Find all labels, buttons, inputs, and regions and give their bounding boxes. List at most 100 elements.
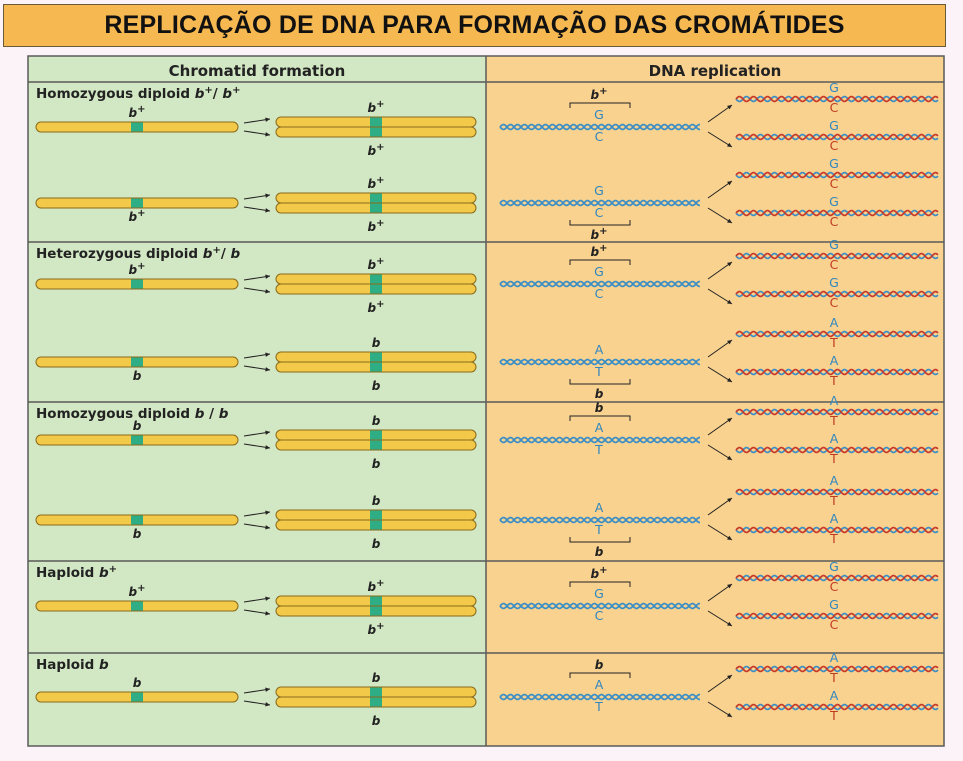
base-letter: A bbox=[595, 420, 604, 435]
centromere bbox=[370, 117, 382, 127]
allele-label-lower: b bbox=[372, 379, 381, 393]
arrow bbox=[707, 701, 733, 718]
arrow-head bbox=[265, 702, 270, 707]
base-letter: G bbox=[829, 194, 839, 209]
arrow-head bbox=[727, 142, 732, 147]
base-letter: T bbox=[594, 442, 603, 457]
dna-strand bbox=[499, 280, 700, 288]
base-letter: A bbox=[830, 650, 839, 665]
centromere bbox=[131, 515, 143, 525]
section-label: Homozygous diploid b+/ b+ bbox=[36, 85, 240, 103]
arrow-head bbox=[265, 208, 270, 213]
arrow-head bbox=[265, 596, 270, 601]
base-letter: A bbox=[595, 677, 604, 692]
centromere bbox=[370, 193, 382, 203]
arrow-head bbox=[727, 498, 732, 503]
allele-label-lower: b bbox=[372, 714, 381, 728]
base-letter: C bbox=[595, 129, 604, 144]
arrow bbox=[707, 417, 733, 436]
arrow-head bbox=[265, 117, 270, 122]
arrow-head bbox=[727, 535, 732, 540]
base-letter: T bbox=[594, 364, 603, 379]
arrow bbox=[707, 288, 733, 305]
base-letter: A bbox=[595, 342, 604, 357]
daughter-dna-2 bbox=[735, 368, 939, 376]
section-label-part: b bbox=[195, 86, 205, 102]
centromere bbox=[370, 596, 382, 606]
daughter-dna-1 bbox=[735, 95, 939, 103]
base-letter: G bbox=[829, 275, 839, 290]
section-label-part: Heterozygous diploid bbox=[36, 246, 203, 262]
base-letter: C bbox=[595, 205, 604, 220]
arrow bbox=[707, 674, 733, 693]
dna-strand bbox=[735, 612, 939, 620]
arrow bbox=[707, 366, 733, 383]
allele-label-upper: b bbox=[372, 671, 381, 685]
dna-strand bbox=[735, 133, 939, 141]
base-letter: C bbox=[830, 257, 839, 272]
dna-allele-label: b bbox=[595, 387, 604, 401]
dna-allele-label: b+ bbox=[591, 243, 608, 260]
dna-strand bbox=[499, 602, 700, 610]
arrow-head bbox=[727, 340, 732, 345]
base-letter: T bbox=[829, 335, 838, 350]
dna-strand bbox=[499, 358, 700, 366]
allele-bracket bbox=[569, 415, 631, 421]
allele-label: b+ bbox=[129, 583, 146, 600]
daughter-dna-2 bbox=[735, 526, 939, 534]
allele-bracket bbox=[569, 220, 631, 226]
dna-strand bbox=[499, 123, 700, 131]
base-letter: A bbox=[830, 315, 839, 330]
base-letter: C bbox=[830, 100, 839, 115]
base-letter: A bbox=[830, 431, 839, 446]
daughter-dna-1 bbox=[735, 330, 939, 338]
centromere bbox=[370, 352, 382, 362]
dna-strand bbox=[499, 199, 700, 207]
arrow-head bbox=[265, 525, 270, 530]
base-letter: C bbox=[830, 295, 839, 310]
daughter-dna-1 bbox=[735, 252, 939, 260]
section-label-part: Homozygous diploid bbox=[36, 406, 195, 422]
centromere bbox=[370, 606, 382, 616]
dna-strand bbox=[735, 526, 939, 534]
dna-allele-label: b+ bbox=[591, 565, 608, 582]
base-letter: A bbox=[830, 688, 839, 703]
centromere bbox=[370, 510, 382, 520]
dna-allele-label: b bbox=[595, 401, 604, 415]
arrow-head bbox=[265, 430, 270, 435]
allele-label: b bbox=[133, 369, 142, 383]
arrow-head bbox=[727, 181, 732, 186]
arrow-head bbox=[727, 712, 732, 717]
base-letter: C bbox=[830, 138, 839, 153]
section-label-part: + bbox=[204, 85, 212, 96]
centromere bbox=[131, 122, 143, 132]
dna-strand bbox=[499, 358, 700, 366]
allele-label: b+ bbox=[129, 261, 146, 278]
base-letter: C bbox=[830, 214, 839, 229]
arrow bbox=[707, 444, 733, 461]
header-chromatid-formation: Chromatid formation bbox=[169, 62, 346, 80]
arrow bbox=[707, 180, 733, 199]
dna-strand bbox=[499, 516, 700, 524]
section-label: Homozygous diploid b / b bbox=[36, 406, 229, 422]
base-letter: G bbox=[594, 107, 604, 122]
base-letter: T bbox=[829, 670, 838, 685]
base-letter: G bbox=[829, 237, 839, 252]
arrow-head bbox=[265, 510, 270, 515]
section-label: Heterozygous diploid b+/ b bbox=[36, 245, 241, 263]
dna-strand bbox=[499, 516, 700, 524]
base-letter: G bbox=[829, 597, 839, 612]
base-letter: C bbox=[595, 286, 604, 301]
header-dna-replication: DNA replication bbox=[649, 62, 782, 80]
arrow-head bbox=[727, 218, 732, 223]
right-panel bbox=[486, 56, 944, 746]
allele-label-lower: b bbox=[372, 537, 381, 551]
daughter-dna-2 bbox=[735, 133, 939, 141]
daughter-dna-2 bbox=[735, 446, 939, 454]
section-label-part: b bbox=[195, 406, 205, 422]
base-letter: C bbox=[830, 617, 839, 632]
centromere bbox=[370, 274, 382, 284]
dna-strand bbox=[499, 693, 700, 701]
allele-label-upper: b bbox=[372, 414, 381, 428]
centromere bbox=[131, 692, 143, 702]
